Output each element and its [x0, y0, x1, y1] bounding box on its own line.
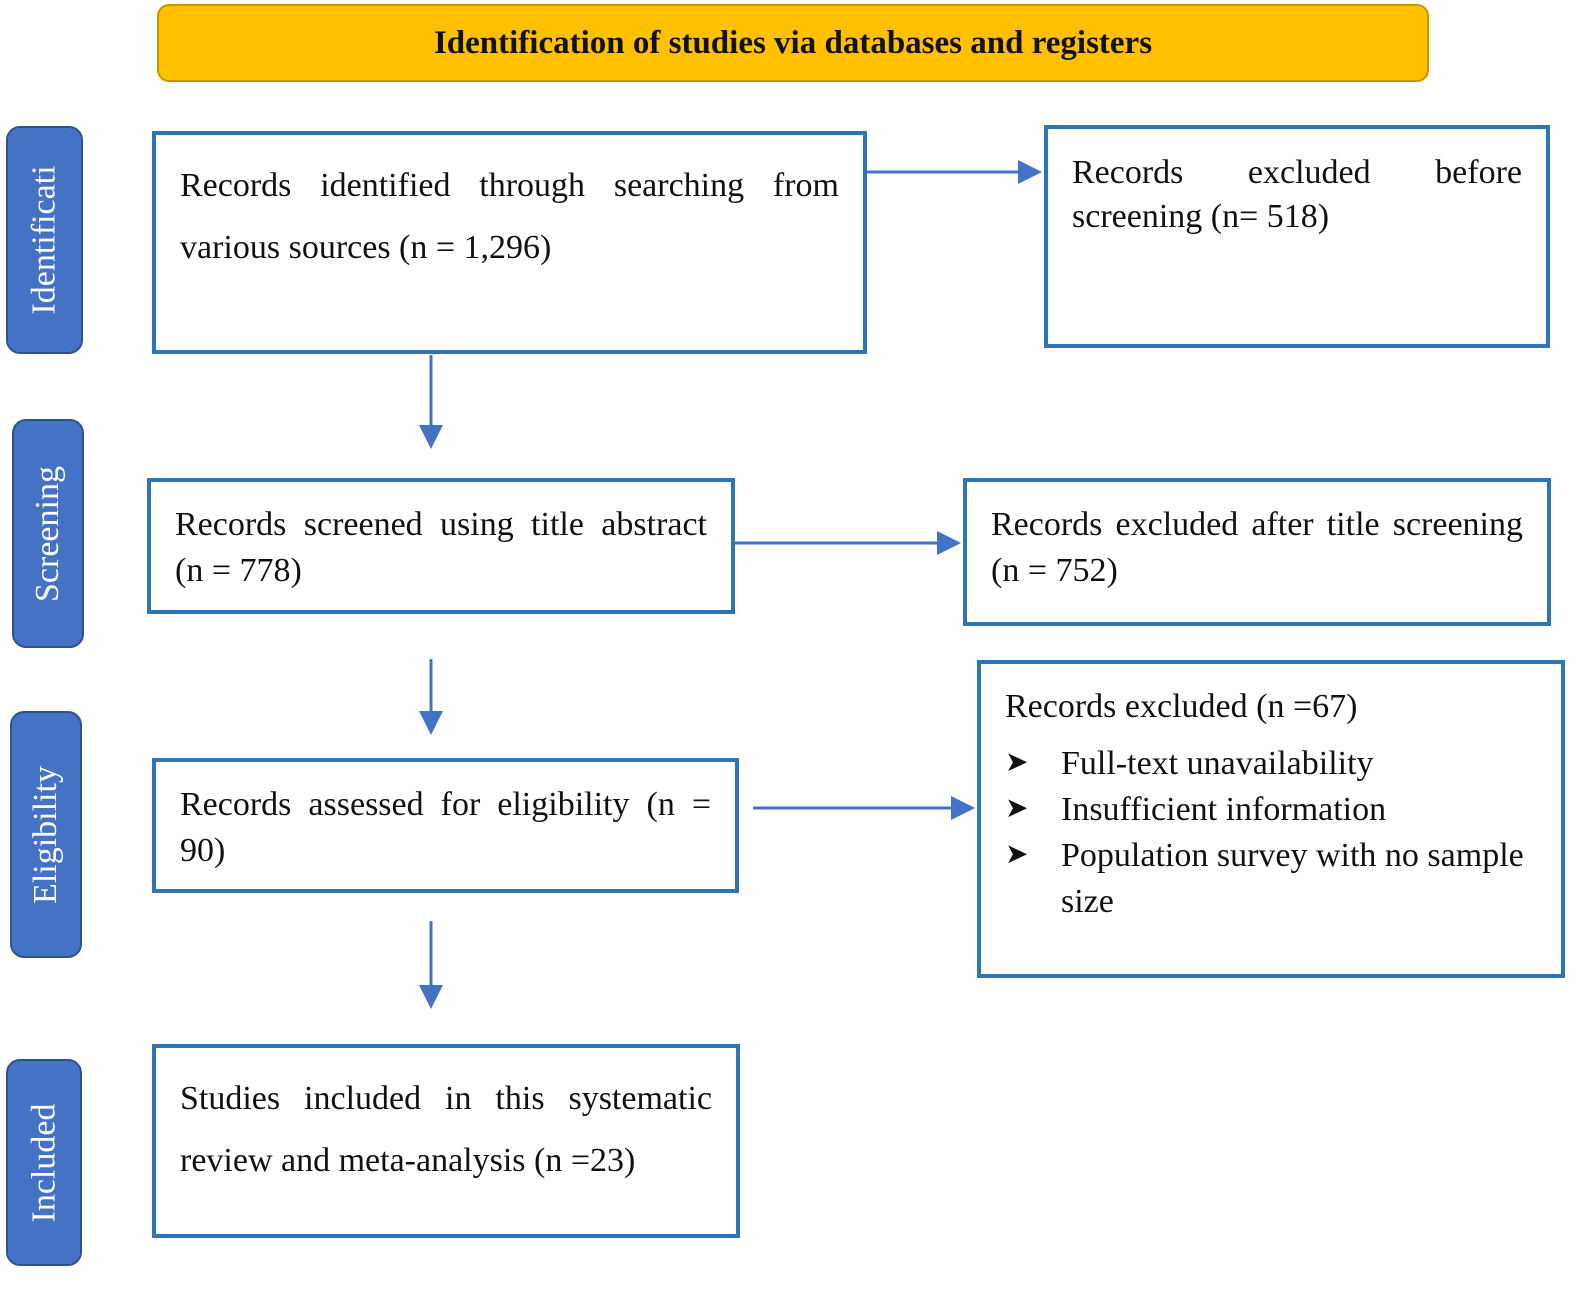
records-excluded-before-screening-box: Records excluded before screening (n= 51… [1044, 125, 1550, 348]
stage-label-included: Included [6, 1059, 82, 1266]
arrowhead-bullet-icon: ➤ [1005, 792, 1029, 824]
list-item: ➤ Insufficient information [1005, 787, 1537, 833]
studies-included-box: Studies included in this systematic revi… [152, 1044, 740, 1238]
arrowhead-bullet-icon: ➤ [1005, 746, 1029, 778]
records-excluded-before-screening-text: Records excluded before screening (n= 51… [1072, 154, 1522, 236]
records-screened-box: Records screened using title abstract (n… [147, 478, 735, 614]
records-excluded-eligibility-title: Records excluded (n =67) [1005, 688, 1358, 725]
header-title: Identification of studies via databases … [433, 24, 1153, 61]
stage-label-identification: Identificati [6, 126, 83, 354]
records-identified-text: Records identified through searching fro… [180, 167, 839, 266]
stage-label-screening: Screening [12, 419, 84, 648]
diagram-header: Identification of studies via databases … [157, 4, 1429, 82]
records-assessed-box: Records assessed for eligibility (n = 90… [152, 758, 739, 893]
records-excluded-after-title-text: Records excluded after title screening (… [991, 506, 1523, 589]
exclusion-reasons-list: ➤ Full-text unavailability ➤ Insufficien… [1005, 741, 1537, 925]
records-identified-box: Records identified through searching fro… [152, 131, 867, 354]
studies-included-text: Studies included in this systematic revi… [180, 1080, 712, 1179]
records-excluded-after-title-box: Records excluded after title screening (… [963, 478, 1551, 626]
records-screened-text: Records screened using title abstract (n… [175, 506, 707, 589]
stage-label-eligibility: Eligibility [10, 711, 82, 958]
arrowhead-bullet-icon: ➤ [1005, 838, 1029, 870]
records-excluded-eligibility-box: Records excluded (n =67) ➤ Full-text una… [977, 660, 1565, 978]
records-assessed-text: Records assessed for eligibility (n = 90… [180, 786, 711, 869]
list-item: ➤ Full-text unavailability [1005, 741, 1537, 787]
list-item: ➤ Population survey with no sample size [1005, 833, 1537, 925]
